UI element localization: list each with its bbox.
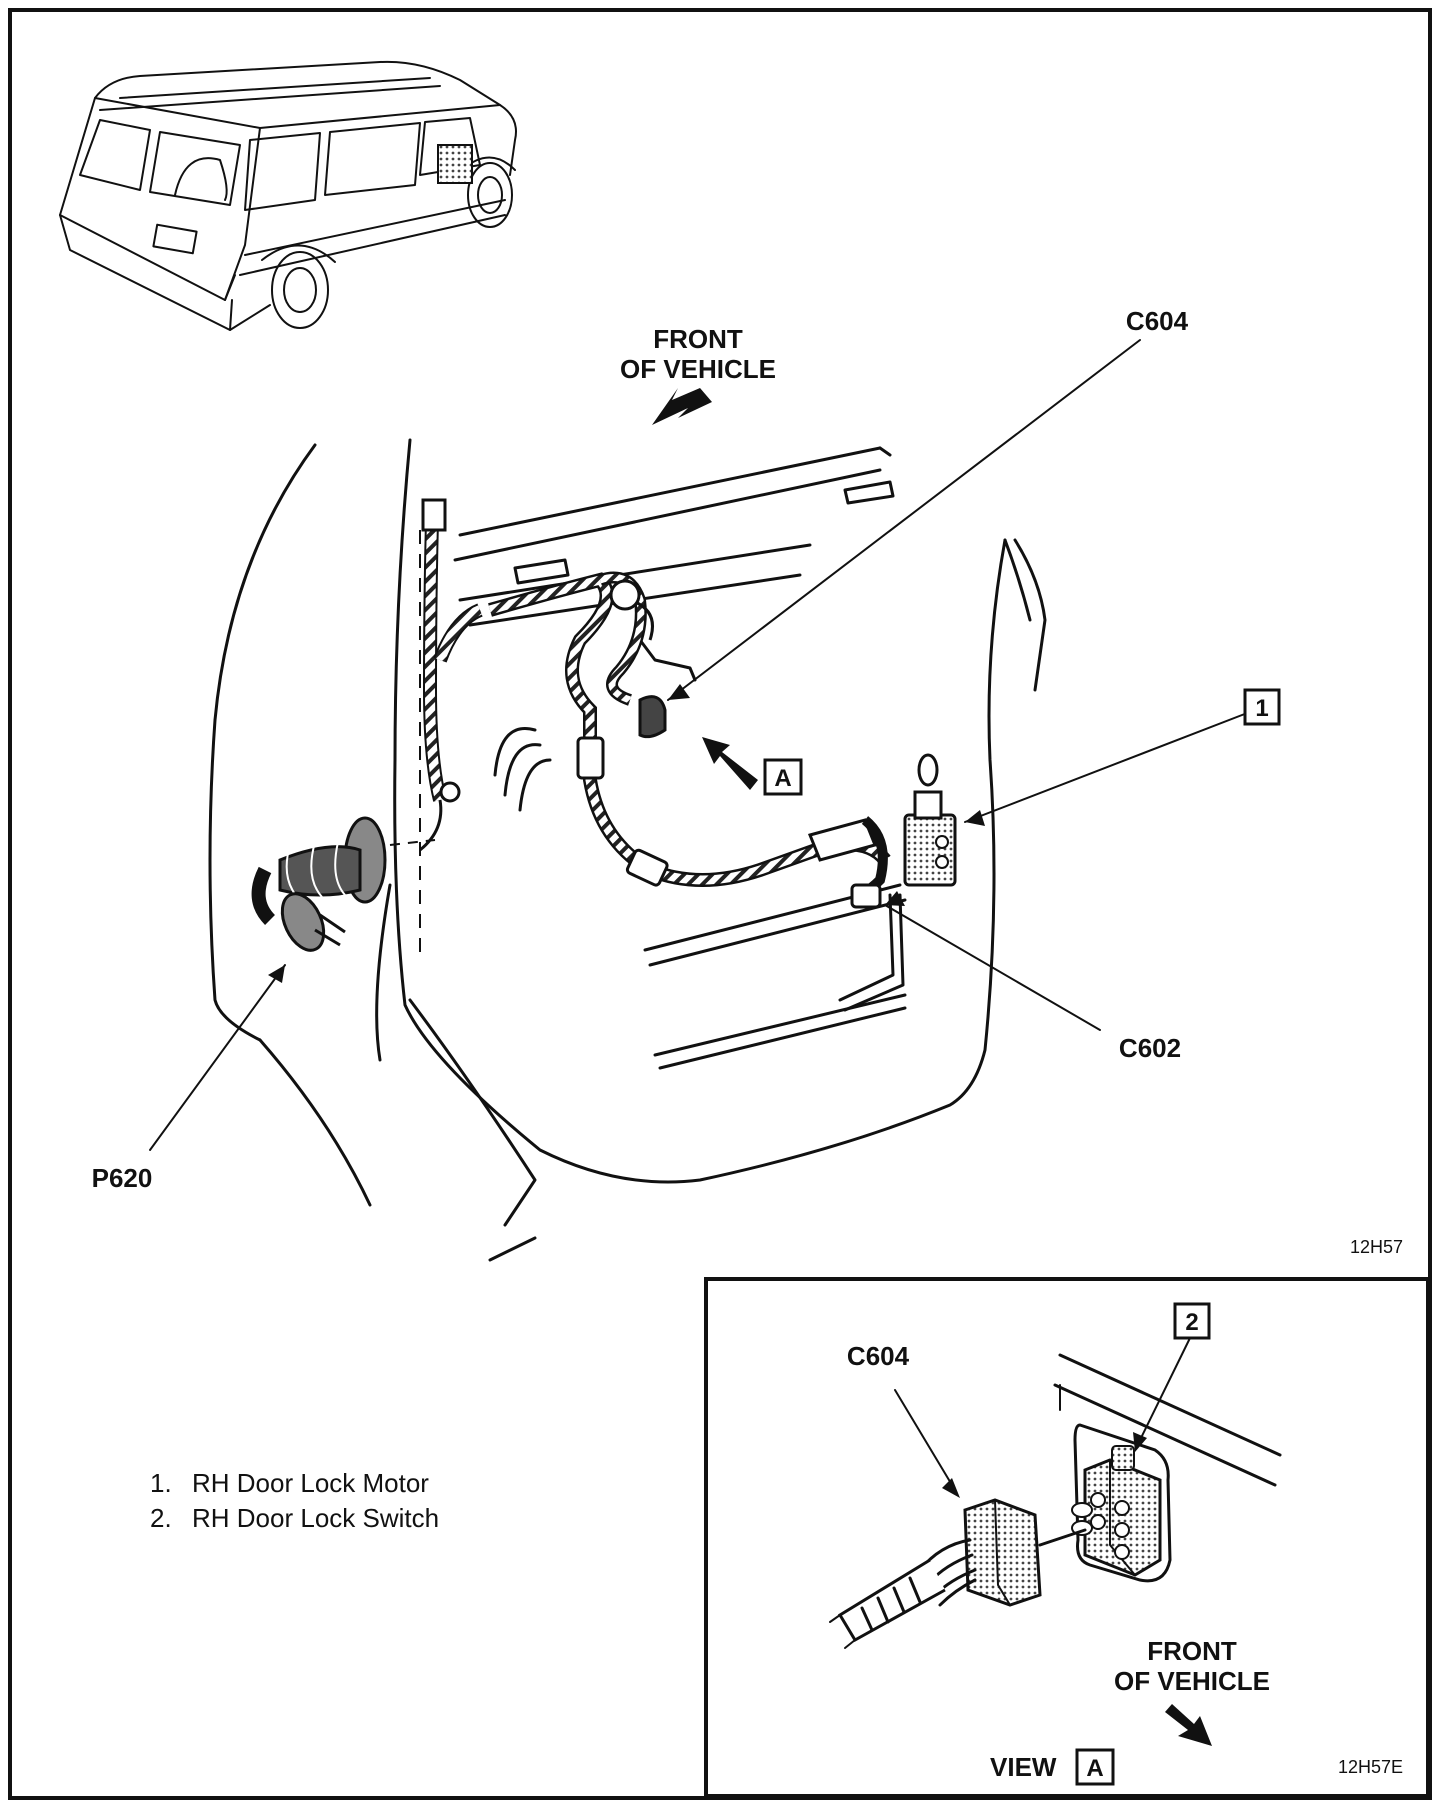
inset-c604-connector — [829, 1498, 1087, 1649]
door-harness — [488, 571, 891, 909]
inset-callout-2-box — [1173, 1302, 1211, 1340]
van-locator-illustration — [59, 60, 517, 331]
inset-switch-illustration — [1053, 1353, 1282, 1583]
c604-arrowhead — [668, 684, 690, 700]
view-callout-label: A — [1086, 1755, 1103, 1782]
p620-arrowhead — [268, 965, 285, 983]
callout-a-box — [763, 758, 803, 796]
p620-label: P620 — [92, 1163, 153, 1193]
figure-id-inset: 12H57E — [1338, 1757, 1403, 1777]
inset-c604-arrowhead — [942, 1478, 960, 1498]
callout-1-arrowhead — [965, 810, 985, 826]
inset-callout-2-arrowhead — [1133, 1432, 1147, 1452]
view-callout-box — [1075, 1748, 1115, 1786]
inset-c604-leader — [894, 1389, 956, 1491]
c602-arrowhead — [885, 891, 905, 906]
callout-a-label: A — [774, 765, 791, 792]
door-panel-illustration — [208, 438, 1047, 1262]
inset-front-of-vehicle-line2: OF VEHICLE — [1114, 1666, 1270, 1696]
pillar-harness — [389, 498, 483, 960]
view-label: VIEW — [990, 1752, 1057, 1782]
inset-front-of-vehicle-line1: FRONT — [1147, 1636, 1237, 1666]
callout-1-label: 1 — [1255, 695, 1268, 722]
front-of-vehicle-label-line1: FRONT — [653, 324, 743, 354]
c604-label: C604 — [1126, 306, 1189, 336]
door-location-highlight — [437, 144, 473, 184]
inset-callout-2-label: 2 — [1185, 1309, 1198, 1336]
inset-front-arrow — [1165, 1704, 1212, 1746]
front-of-vehicle-arrow — [652, 388, 712, 425]
leader-lines — [149, 339, 1256, 1151]
legend-item-2-num: 2. — [150, 1503, 172, 1533]
view-a-arrow — [702, 737, 758, 790]
door-lock-motor — [903, 753, 957, 887]
legend-item-2-text: RH Door Lock Switch — [192, 1503, 439, 1533]
inset-callout-2-leader — [1139, 1337, 1191, 1441]
figure-id-main: 12H57 — [1350, 1237, 1403, 1257]
inset-c604-label: C604 — [847, 1341, 910, 1371]
c602-label: C602 — [1119, 1033, 1181, 1063]
callout-1-box — [1243, 688, 1281, 726]
door-grommet-boot — [251, 816, 387, 952]
legend-item-1-text: RH Door Lock Motor — [192, 1468, 429, 1498]
legend-item-1-num: 1. — [150, 1468, 172, 1498]
front-of-vehicle-label-line2: OF VEHICLE — [620, 354, 776, 384]
